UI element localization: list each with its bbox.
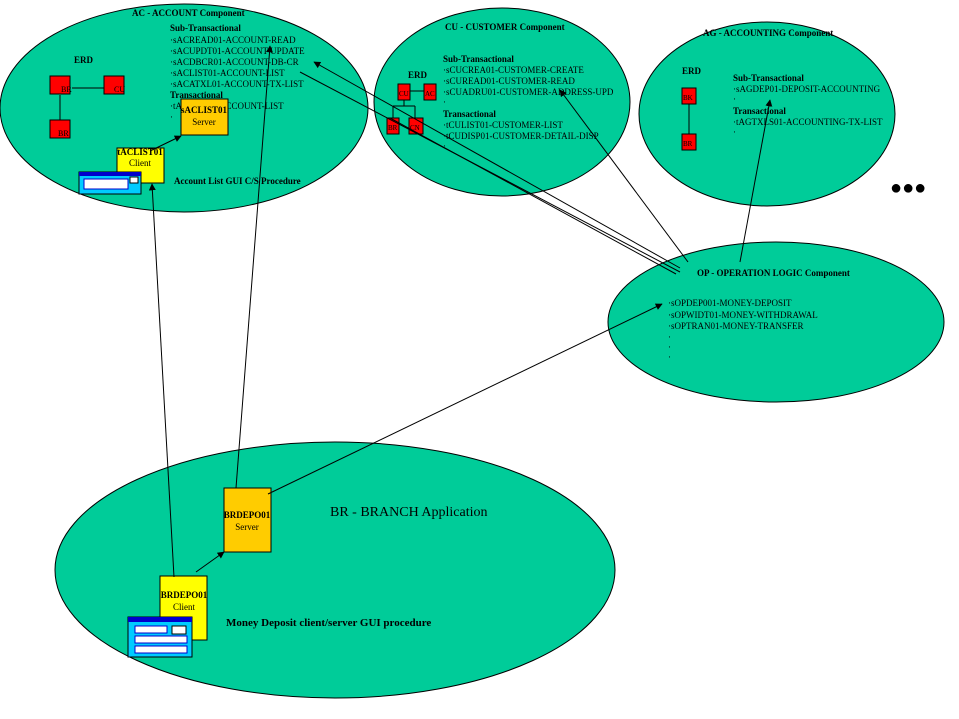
list-item: ·tCUDISP01-CUSTOMER-DETAIL-DISP (443, 131, 599, 141)
arrow-br-client-to-server (195, 551, 225, 573)
list-item: ·sCUREAD01-CUSTOMER-READ (443, 76, 575, 86)
list-item: ·sOPWIDT01-MONEY-WITHDRAWAL (668, 310, 818, 320)
br-client-label: Client (173, 602, 195, 612)
ac-entity-br (49, 75, 71, 95)
ag-erd: BK BR (681, 87, 697, 151)
arrow-ac-client-to-server (149, 135, 182, 152)
op-title: OP - OPERATION LOGIC Component (697, 268, 850, 278)
br-gui-caption: Money Deposit client/server GUI procedur… (226, 617, 431, 629)
svg-text:AC: AC (425, 90, 435, 98)
cu-erd: CU AC BR CN (386, 83, 437, 135)
list-item: · (668, 352, 671, 362)
list-item: ·sOPDEP001-MONEY-DEPOSIT (668, 298, 792, 308)
list-item: ·sACLIST01-ACCOUNT-LIST (170, 68, 285, 78)
list-item: · (170, 112, 173, 122)
more-components-ellipsis: ●●● (890, 177, 926, 199)
list-item: · (443, 141, 446, 151)
ac-client-label: Client (129, 158, 151, 168)
ac-sub-list: ·sACREAD01-ACCOUNT-READ ·sACUPDT01-ACCOU… (170, 35, 305, 89)
svg-text:BR: BR (683, 140, 693, 148)
ac-entity-br-2 (49, 119, 71, 139)
svg-text:BR: BR (58, 129, 69, 138)
br-server-box[interactable] (223, 487, 272, 553)
cu-erd-label: ERD (408, 70, 428, 80)
list-item: · (668, 332, 671, 342)
list-item: ·sCUCREA01-CUSTOMER-CREATE (443, 65, 584, 75)
list-item: ·sACREAD01-ACCOUNT-READ (170, 35, 296, 45)
list-item: ·tCULIST01-CUSTOMER-LIST (443, 120, 563, 130)
ac-trans-heading: Transactional (170, 90, 223, 100)
br-client-name: BRDEPO01 (161, 590, 208, 600)
line-op-to-cu (389, 117, 677, 275)
ag-trans-heading: Transactional (733, 106, 786, 116)
list-item: ·sOPTRAN01-MONEY-TRANSFER (668, 321, 804, 331)
arrow-op-to-cu-read (559, 89, 689, 263)
cu-entity-cu (397, 83, 411, 101)
br-gui-window-icon (127, 616, 193, 658)
svg-text:CU: CU (114, 85, 125, 94)
cu-sub-list: ·sCUCREA01-CUSTOMER-CREATE ·sCUREAD01-CU… (443, 65, 614, 107)
br-application-ellipse (54, 441, 616, 699)
ag-entity-bk (681, 87, 697, 105)
svg-text:CN: CN (410, 124, 420, 132)
svg-text:BR: BR (61, 85, 72, 94)
ac-server-box[interactable] (180, 98, 229, 136)
list-item: ·sCUADRU01-CUSTOMER-ADDRESS-UPD (443, 87, 614, 97)
ag-sub-heading: Sub-Transactional (733, 73, 804, 83)
ac-sub-heading: Sub-Transactional (170, 23, 241, 33)
list-item: ·sACDBCR01-ACCOUNT-DB-CR (170, 57, 299, 67)
ac-title: AC - ACCOUNT Component (132, 8, 245, 18)
ac-erd-label: ERD (74, 55, 94, 65)
list-item: ·sACUPDT01-ACCOUNT-UPDATE (170, 46, 305, 56)
cu-entity-ac (423, 83, 437, 101)
ag-entity-br (681, 133, 697, 151)
ac-client-name: tACLIST01 (117, 147, 163, 157)
op-component-ellipse (607, 241, 945, 403)
ac-erd: BR CU BR (49, 75, 125, 139)
ac-server-label: Server (192, 117, 216, 127)
br-server-label: Server (235, 522, 259, 532)
cu-trans-heading: Transactional (443, 109, 496, 119)
cu-sub-heading: Sub-Transactional (443, 54, 514, 64)
br-title: BR - BRANCH Application (330, 505, 488, 520)
svg-text:BR: BR (388, 124, 398, 132)
list-item: ·tAGTXLS01-ACCOUNTING-TX-LIST (733, 117, 883, 127)
cu-component-ellipse (373, 7, 631, 197)
list-item: · (668, 342, 671, 352)
arrow-br-client-to-ac-client (148, 183, 175, 578)
svg-text:CU: CU (399, 90, 409, 98)
list-item: · (733, 94, 736, 104)
svg-text:BK: BK (683, 94, 693, 102)
ag-title: AG - ACCOUNTING Component (703, 28, 833, 38)
ag-erd-label: ERD (682, 66, 702, 76)
br-server-name: BRDEPO01 (224, 510, 271, 520)
list-item: · (733, 127, 736, 137)
list-item: · (443, 97, 446, 107)
ac-gui-window-icon (78, 171, 142, 195)
arrow-br-server-to-op (267, 303, 663, 495)
ac-server-name: sACLIST01 (181, 105, 228, 115)
cu-title: CU - CUSTOMER Component (445, 22, 565, 32)
ac-gui-caption: Account List GUI C/S Procedure (174, 176, 301, 186)
arrow-op-to-ac-update (313, 61, 681, 269)
list-item: ·sAGDEP01-DEPOSIT-ACCOUNTING (733, 84, 881, 94)
op-list: ·sOPDEP001-MONEY-DEPOSIT ·sOPWIDT01-MONE… (668, 298, 818, 362)
list-item: ·sACATXL01-ACCOUNT-TX-LIST (170, 79, 304, 89)
ac-entity-cu (103, 75, 125, 95)
arrow-br-server-to-ac-read (235, 45, 274, 489)
arrow-op-to-ag-deposit (739, 99, 773, 263)
connectors (148, 45, 773, 578)
